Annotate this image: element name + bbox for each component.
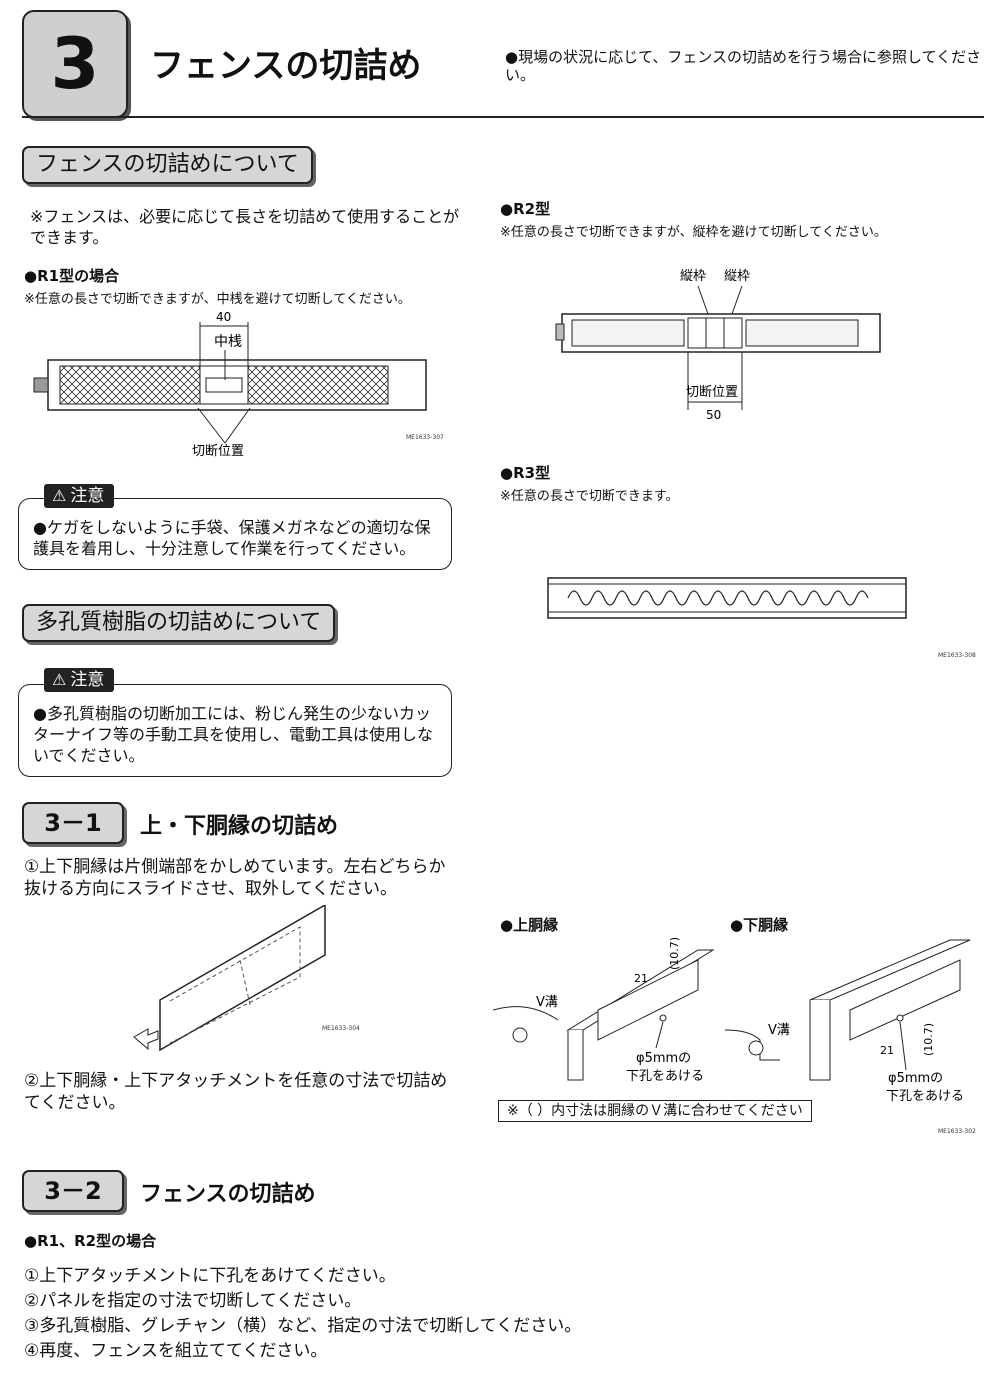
lower-hole-text1: φ5mmの xyxy=(888,1071,943,1086)
header-rule xyxy=(22,116,984,118)
r2-part1-text: 縦枠 xyxy=(680,269,706,284)
lower-hole-text2: 下孔をあける xyxy=(886,1089,964,1104)
chapter-title: フェンスの切詰め xyxy=(150,46,422,86)
lower-rail-diagram: V溝 21 (10.7) φ5mmの 下孔をあける xyxy=(724,939,971,1104)
r1-diagram: 40 中桟 切断位置 xyxy=(33,310,427,458)
r1-label: ●R1型の場合 xyxy=(24,267,120,285)
sub31-code1: ME1633-304 xyxy=(322,1025,360,1032)
r3-diagram xyxy=(547,577,907,619)
sub31-step2: ②上下胴縁・上下アタッチメントを任意の寸法で切詰めてください。 xyxy=(24,1071,448,1113)
lower-dim2-text: (10.7) xyxy=(922,1023,935,1056)
section-heading-resin: 多孔質樹脂の切詰めについて xyxy=(22,604,336,642)
r2-dim-text: 50 xyxy=(706,408,721,422)
sub32-step: ③多孔質樹脂、グレチャン（横）など、指定の寸法で切断してください。 xyxy=(24,1316,582,1336)
r2-part2-text: 縦枠 xyxy=(724,269,750,284)
section-heading-fence: フェンスの切詰めについて xyxy=(22,146,313,184)
sub32-label: ●R1、R2型の場合 xyxy=(24,1232,157,1250)
r1-note: ※任意の長さで切断できますが、中桟を避けて切断してください。 xyxy=(24,292,411,307)
subsection-number-3-2: 3－2 xyxy=(22,1170,124,1212)
subsection-title-3-1: 上・下胴縁の切詰め xyxy=(140,814,339,839)
r2-note: ※任意の長さで切断できますが、縦枠を避けて切断してください。 xyxy=(500,225,887,240)
caution-tag-resin: ⚠注意 xyxy=(44,668,115,692)
lower-groove-text: V溝 xyxy=(768,1023,790,1038)
caution-tag-fence: ⚠注意 xyxy=(44,484,115,508)
r2-cut-text: 切断位置 xyxy=(686,385,738,400)
upper-hole-text1: φ5mmの xyxy=(636,1051,691,1066)
sub31-step1: ①上下胴縁は片側端部をかしめています。左右どちらか抜ける方向にスライドさせ、取外… xyxy=(24,857,446,899)
sub32-step-list: ①上下アタッチメントに下孔をあけてください。 ②パネルを指定の寸法で切断してくだ… xyxy=(24,1264,581,1364)
r1-dim-text: 40 xyxy=(216,310,231,324)
rail-note: ※（ ）内寸法は胴縁のＶ溝に合わせてください xyxy=(498,1100,812,1122)
caution-box-fence: ●ケガをしないように手袋、保護メガネなどの適切な保護具を着用し、十分注意して作業… xyxy=(18,498,452,570)
warning-icon: ⚠ xyxy=(52,670,67,689)
sub32-step: ②パネルを指定の寸法で切断してください。 xyxy=(24,1291,362,1311)
caution-tag-label: 注意 xyxy=(70,670,105,690)
upper-hole-text2: 下孔をあける xyxy=(626,1069,704,1084)
caution-tag-label: 注意 xyxy=(70,486,105,506)
r3-note: ※任意の長さで切断できます。 xyxy=(500,489,679,504)
subsection-title-3-2: フェンスの切詰め xyxy=(140,1182,316,1207)
upper-rail-diagram: V溝 21 (10.7) φ5mmの 下孔をあける xyxy=(492,937,715,1084)
chapter-number-box: 3 xyxy=(22,10,128,118)
warning-icon: ⚠ xyxy=(52,486,67,505)
sub32-step: ①上下アタッチメントに下孔をあけてください。 xyxy=(24,1266,396,1286)
caution-box-resin: ●多孔質樹脂の切断加工には、粉じん発生の少ないカッターナイフ等の手動工具を使用し… xyxy=(18,684,452,777)
lower-rail-label: ●下胴縁 xyxy=(730,916,789,934)
r1-cut-text: 切断位置 xyxy=(192,444,244,458)
r2-label: ●R2型 xyxy=(500,200,551,218)
r1-part-text: 中桟 xyxy=(214,334,242,350)
fence-intro: ※フェンスは、必要に応じて長さを切詰めて使用することができます。 xyxy=(30,207,460,247)
r3-code: ME1633-308 xyxy=(938,652,976,659)
r3-label: ●R3型 xyxy=(500,464,551,482)
r1-code: ME1633-307 xyxy=(406,434,444,441)
header-note: ●現場の状況に応じて、フェンスの切詰めを行う場合に参照してください。 xyxy=(505,48,982,84)
upper-dim2-text: (10.7) xyxy=(668,937,681,970)
sub31-rail-diagram xyxy=(133,905,326,1052)
upper-dim1-text: 21 xyxy=(634,972,648,985)
upper-rail-label: ●上胴縁 xyxy=(500,916,559,934)
lower-dim1-text: 21 xyxy=(880,1044,894,1057)
sub32-step: ④再度、フェンスを組立ててください。 xyxy=(24,1341,328,1361)
subsection-number-3-1: 3－1 xyxy=(22,802,124,844)
sub31-code2: ME1633-302 xyxy=(938,1128,976,1135)
caution-text-fence: ●ケガをしないように手袋、保護メガネなどの適切な保護具を着用し、十分注意して作業… xyxy=(33,518,431,558)
upper-groove-text: V溝 xyxy=(536,995,558,1010)
r2-diagram: 縦枠 縦枠 切断位置 50 xyxy=(555,269,881,422)
caution-text-resin: ●多孔質樹脂の切断加工には、粉じん発生の少ないカッターナイフ等の手動工具を使用し… xyxy=(33,704,434,765)
